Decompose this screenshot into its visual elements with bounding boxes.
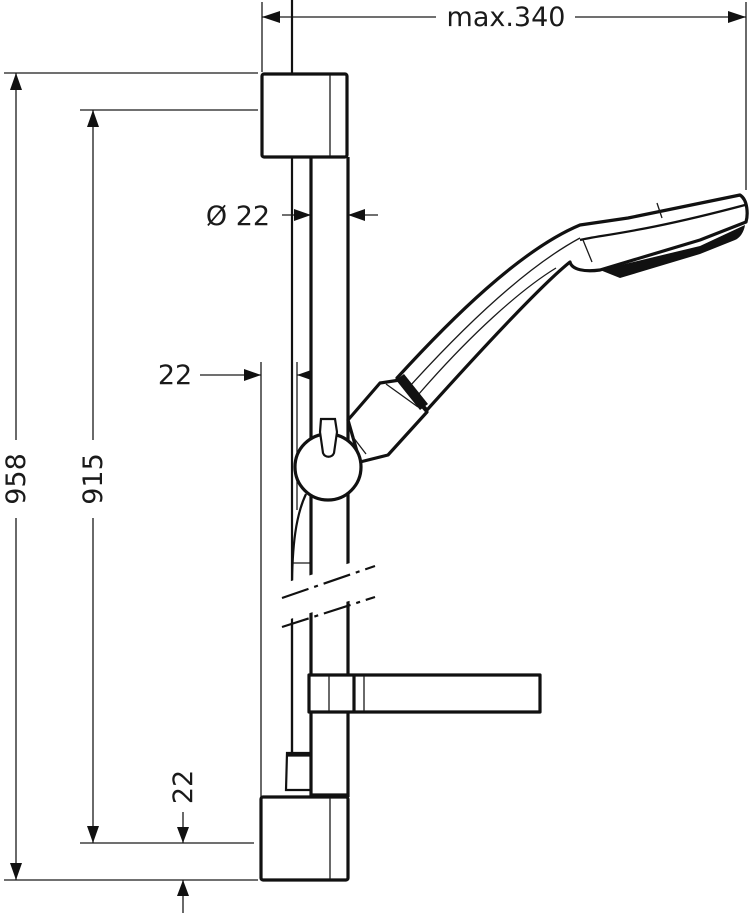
arrow-down-icon xyxy=(10,863,22,880)
overall-height-label: 958 xyxy=(1,453,32,505)
arrow-right-icon xyxy=(244,369,261,381)
dimension-rail-diameter: Ø 22 xyxy=(206,201,378,232)
arrow-up-icon xyxy=(177,880,189,896)
arrow-down-icon xyxy=(177,827,189,843)
bottom-offset-label: 22 xyxy=(168,770,199,804)
overall-width-label: max.340 xyxy=(447,2,566,33)
break-lines xyxy=(276,556,384,629)
wall-offset-label: 22 xyxy=(158,360,192,391)
arrow-down-icon xyxy=(87,826,99,843)
arrow-right-icon xyxy=(728,11,746,23)
dimension-bracket-spacing: 915 xyxy=(78,109,258,844)
dimension-bottom-offset: 22 xyxy=(168,770,199,913)
arrow-up-icon xyxy=(10,73,22,90)
soap-dish xyxy=(307,673,542,714)
hand-shower xyxy=(346,193,749,464)
arrow-right-icon xyxy=(294,209,311,221)
rail-diameter-label: Ø 22 xyxy=(206,201,270,232)
top-wall-bracket xyxy=(260,72,349,159)
dimension-overall-height: 958 xyxy=(1,72,258,881)
dimension-wall-offset: 22 xyxy=(158,360,330,797)
bottom-wall-bracket xyxy=(259,793,350,882)
arrow-left-icon xyxy=(262,11,280,23)
slider-with-holder xyxy=(293,417,367,502)
bracket-spacing-label: 915 xyxy=(78,453,109,505)
arrow-left-icon xyxy=(348,209,365,221)
arrow-up-icon xyxy=(87,110,99,127)
